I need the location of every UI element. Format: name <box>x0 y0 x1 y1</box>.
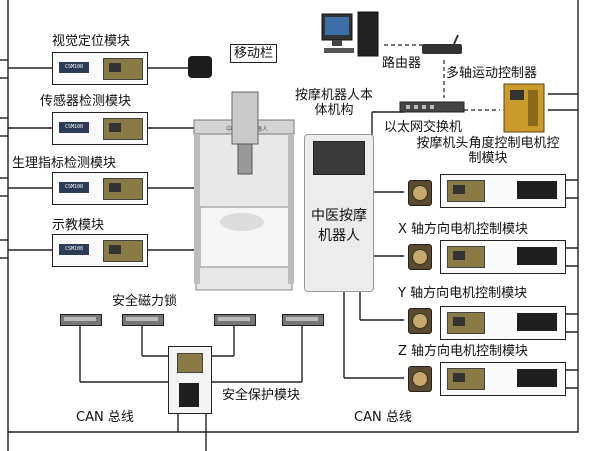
router-label: 路由器 <box>382 56 421 71</box>
visual-positioning-label: 视觉定位模块 <box>52 34 130 49</box>
x-axis-motor-label: X 轴方向电机控制模块 <box>398 222 528 237</box>
pcb-icon <box>103 178 143 200</box>
safety-lock-label: 安全磁力锁 <box>112 294 177 309</box>
pcb-icon <box>447 246 485 268</box>
y-axis-motor-module <box>440 306 566 340</box>
driver-icon <box>517 181 557 199</box>
ethernet-switch-label: 以太网交换机 <box>384 120 462 135</box>
pcb-icon <box>447 312 485 334</box>
x-axis-motor-module <box>440 240 566 274</box>
safety-protection-module <box>168 346 212 414</box>
teaching-label: 示教模块 <box>52 218 104 233</box>
multi-axis-controller-icon <box>502 82 548 134</box>
moving-bar-label: 移动栏 <box>230 44 277 63</box>
robot-body-mechanism-label: 按摩机器人本体机构 <box>292 88 376 118</box>
z-axis-motor-module <box>440 362 566 396</box>
magnetic-lock-icon <box>282 314 324 326</box>
visual-positioning-module: CSM100 <box>52 52 148 85</box>
magnetic-lock-icon <box>214 314 256 326</box>
motor-icon <box>408 366 432 392</box>
pcb-icon <box>103 118 143 140</box>
physiological-detection-label: 生理指标检测模块 <box>12 156 116 171</box>
head-angle-motor-label: 按摩机头角度控制电机控制模块 <box>414 136 562 166</box>
ethernet-switch-icon <box>398 98 468 116</box>
motor-icon <box>408 180 432 206</box>
sensor-detection-label: 传感器检测模块 <box>40 94 131 109</box>
chip-icon: CSM100 <box>59 122 89 133</box>
y-axis-motor-label: Y 轴方向电机控制模块 <box>398 286 527 301</box>
computer-icon <box>320 10 384 60</box>
robot-body-image: 中医按摩机器人 <box>190 62 300 292</box>
z-axis-motor-label: Z 轴方向电机控制模块 <box>398 344 528 359</box>
driver-icon <box>517 313 557 331</box>
safety-protection-label: 安全保护模块 <box>222 388 300 403</box>
head-angle-motor-module <box>440 174 566 208</box>
physiological-detection-module: CSM100 <box>52 172 148 205</box>
motor-icon <box>408 308 432 334</box>
chip-icon: CSM100 <box>59 62 89 73</box>
teaching-module: CSM100 <box>52 234 148 267</box>
chip-icon: CSM100 <box>59 244 89 255</box>
pcb-icon <box>447 368 485 390</box>
pcb-icon <box>447 180 485 202</box>
driver-icon <box>517 247 557 265</box>
driver-icon <box>517 369 557 387</box>
chip-icon: CSM100 <box>59 182 89 193</box>
magnetic-lock-icon <box>122 314 164 326</box>
pcb-icon <box>103 240 143 262</box>
can-bus-label-left: CAN 总线 <box>76 410 134 425</box>
can-bus-label-right: CAN 总线 <box>354 410 412 425</box>
pcb-icon <box>177 353 203 373</box>
pcb-icon <box>103 58 143 80</box>
cabinet-screen <box>313 141 365 175</box>
motor-icon <box>408 244 432 270</box>
tcm-massage-robot-label: 中医按摩机器人 <box>306 206 372 246</box>
driver-icon <box>179 383 199 407</box>
multi-axis-controller-label: 多轴运动控制器 <box>446 66 537 81</box>
router-icon <box>420 34 466 58</box>
magnetic-lock-icon <box>60 314 102 326</box>
sensor-detection-module: CSM100 <box>52 112 148 145</box>
